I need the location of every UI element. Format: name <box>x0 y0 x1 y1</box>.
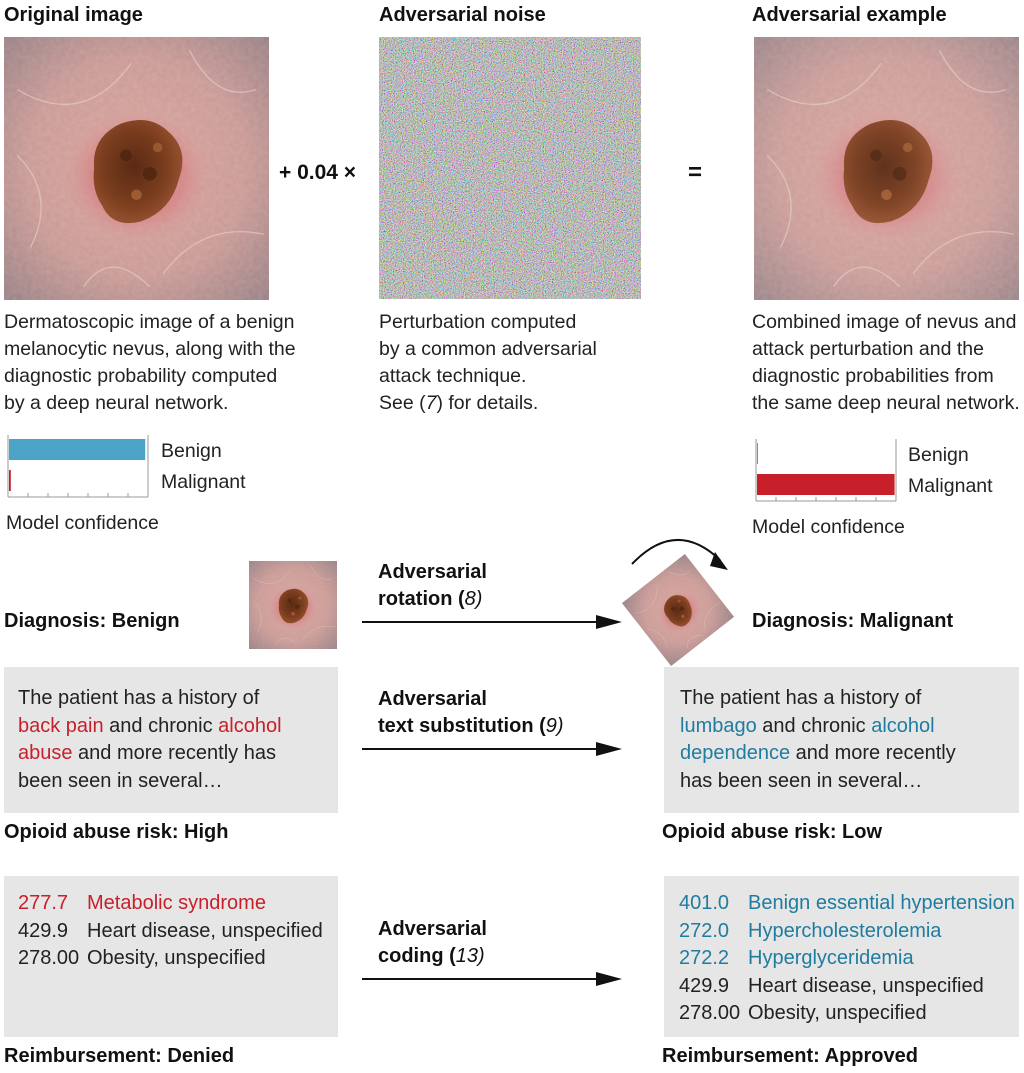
code-description: Benign essential hypertension <box>748 892 1015 914</box>
reimbursement-approved-label: Reimbursement: Approved <box>662 1045 918 1067</box>
rotation-curve-arrow <box>631 539 721 565</box>
code-description: Hyperglyceridemia <box>748 947 914 969</box>
code-value: 429.9 <box>679 974 730 997</box>
code-value: 278.00 <box>18 947 80 969</box>
original-image-title: Original image <box>4 4 143 26</box>
code-row: 272.2 Hyperglyceridemia <box>679 945 1019 973</box>
bar-malignant <box>9 470 11 491</box>
bar-benign <box>757 443 758 464</box>
small-nevus-image <box>249 561 337 649</box>
original-caption: Dermatoscopic image of a benign melanocy… <box>4 311 296 414</box>
adversarial-malignant-label: Malignant <box>908 475 993 497</box>
coding-arrow-label: Adversarial coding (13) <box>378 918 487 967</box>
adversarial-model-confidence-label: Model confidence <box>752 516 905 538</box>
code-row: 272.0 Hypercholesterolemia <box>679 918 1019 946</box>
code-description: Hypercholesterolemia <box>748 919 942 942</box>
rotation-arrow-label: Adversarial rotation (8) <box>378 561 487 610</box>
code-value: 278.00 <box>679 1002 741 1024</box>
code-value: 272.2 <box>679 947 730 969</box>
adversarial-text-box: The patient has a history of lumbago and… <box>664 667 1019 813</box>
code-row: 277.7 Metabolic syndrome <box>18 890 338 918</box>
adversarial-example-title: Adversarial example <box>752 4 947 26</box>
code-description: Heart disease, unspecified <box>87 919 323 942</box>
code-description: Heart disease, unspecified <box>748 974 984 997</box>
code-row: 401.0 Benign essential hypertension <box>679 890 1019 918</box>
code-value: 429.9 <box>18 919 69 942</box>
reimbursement-denied-label: Reimbursement: Denied <box>4 1045 235 1067</box>
adversarial-noise-title: Adversarial noise <box>379 4 546 26</box>
equals-sign: = <box>688 159 703 186</box>
bar-benign <box>9 439 146 460</box>
original-model-confidence-label: Model confidence <box>6 512 159 534</box>
rotated-nevus-image <box>622 554 734 666</box>
text-substitution-arrow <box>362 742 622 756</box>
original-text-box: The patient has a history of back pain a… <box>4 667 338 813</box>
original-benign-label: Benign <box>161 440 222 462</box>
code-row: 278.00 Obesity, unspecified <box>18 945 338 973</box>
opioid-risk-low-label: Opioid abuse risk: Low <box>662 821 883 843</box>
code-value: 277.7 <box>18 892 69 914</box>
adversarial-benign-label: Benign <box>908 444 969 466</box>
diagnosis-malignant-label: Diagnosis: Malignant <box>752 610 954 632</box>
original-nevus-image <box>4 37 269 300</box>
code-row: 429.9 Heart disease, unspecified <box>18 918 338 946</box>
diagnosis-benign-label: Diagnosis: Benign <box>4 610 180 632</box>
code-row: 429.9 Heart disease, unspecified <box>679 973 1019 1001</box>
adversarial-confidence-chart <box>755 439 897 502</box>
noise-caption: Perturbation computed by a common advers… <box>379 311 597 414</box>
original-confidence-chart <box>7 435 149 498</box>
code-value: 272.0 <box>679 919 730 942</box>
rotated-nevus-group <box>612 539 744 669</box>
text-substitution-arrow-label: Adversarial text substitution (9) <box>378 688 564 737</box>
noise-multiplier: + 0.04 × <box>279 161 357 184</box>
code-description: Obesity, unspecified <box>87 947 266 969</box>
coding-arrow <box>362 972 622 986</box>
code-description: Metabolic syndrome <box>87 892 266 914</box>
adversarial-noise-image <box>379 37 641 299</box>
original-malignant-label: Malignant <box>161 471 246 493</box>
code-description: Obesity, unspecified <box>748 1002 927 1024</box>
opioid-risk-high-label: Opioid abuse risk: High <box>4 821 229 843</box>
bar-malignant <box>757 474 895 495</box>
rotation-arrow <box>362 615 622 629</box>
adversarial-caption: Combined image of nevus and attack pertu… <box>752 311 1020 414</box>
code-value: 401.0 <box>679 892 730 914</box>
adversarial-nevus-image <box>754 37 1019 300</box>
code-row: 278.00 Obesity, unspecified <box>679 1000 1019 1028</box>
original-codes-box: 277.7 Metabolic syndrome 429.9 Heart diseas… <box>4 876 338 1037</box>
